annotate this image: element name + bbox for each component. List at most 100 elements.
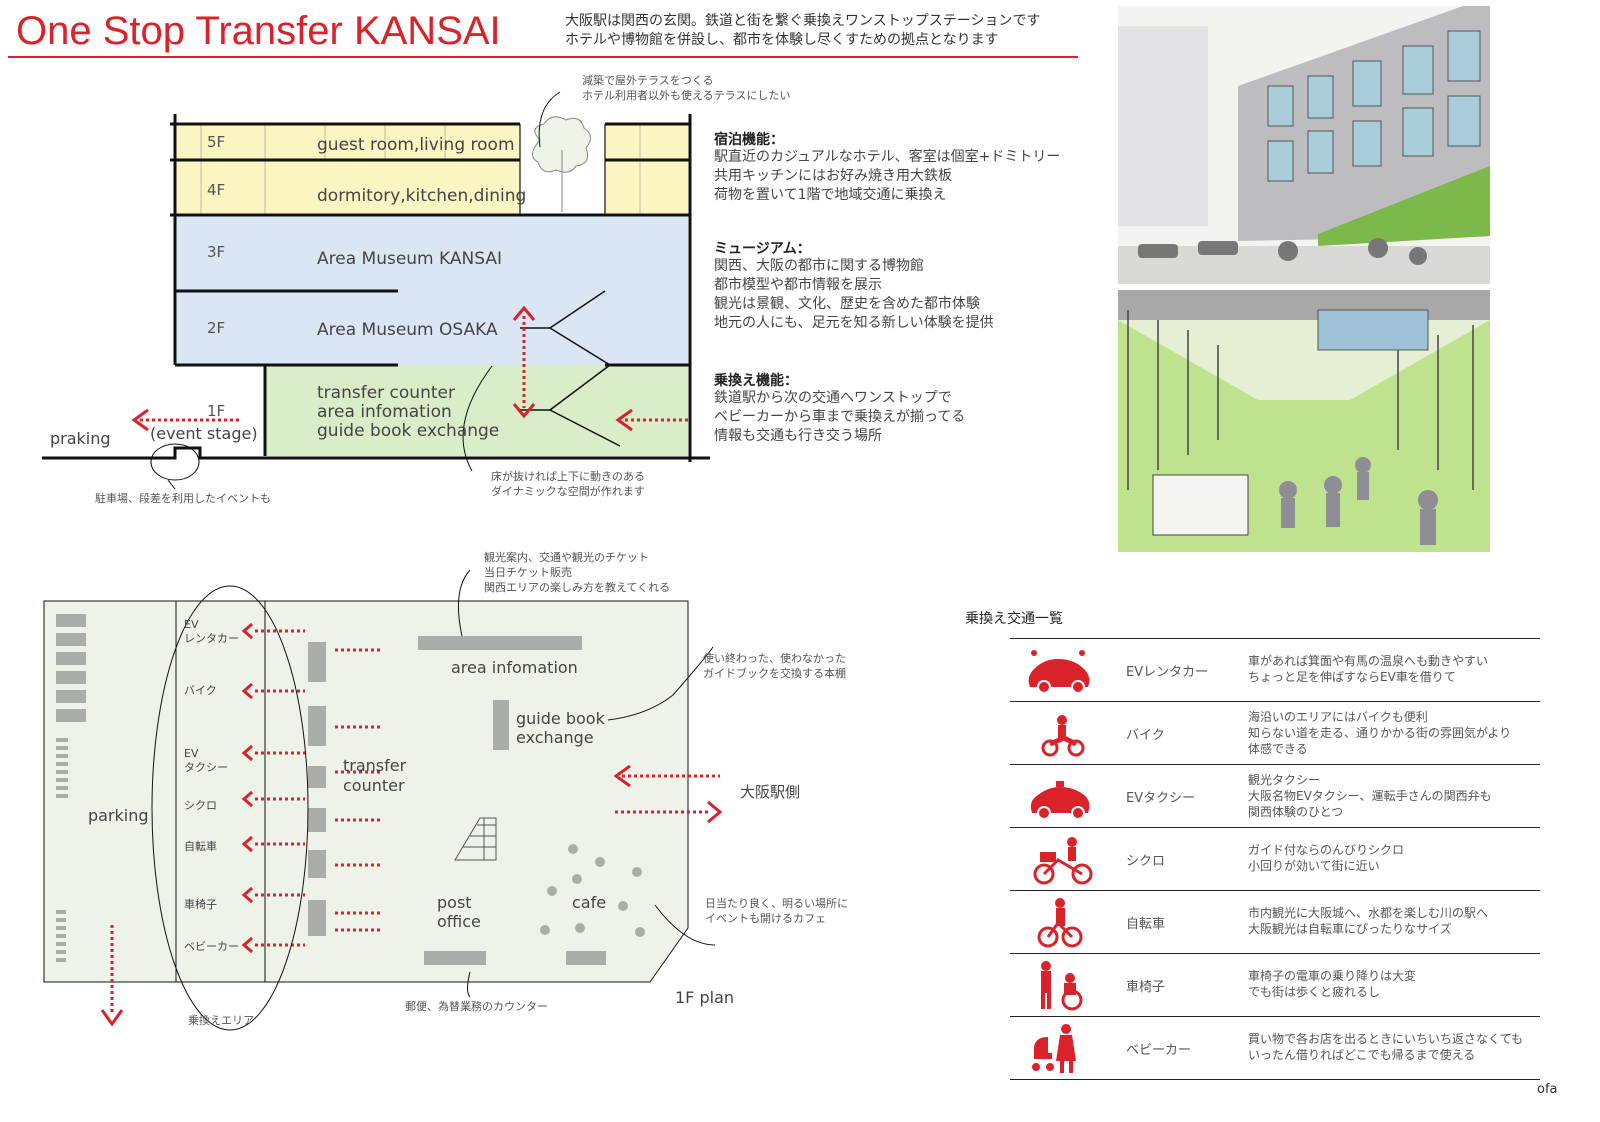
floor-label-1f: 1F bbox=[207, 402, 226, 420]
floor-label-4f: 4F bbox=[207, 181, 226, 199]
transport-row: EVレンタカー 車があれば箕面や有馬の温泉へも動きやすいちょっと足を伸ばすならEV… bbox=[1010, 638, 1540, 702]
room-1f-line-3: guide book exchange bbox=[317, 421, 500, 441]
transfer-mode-label: 自転車 bbox=[184, 840, 217, 853]
building-exterior-sketch bbox=[1118, 6, 1490, 284]
room-1f-line-2: area infomation bbox=[317, 402, 452, 422]
room-3f: Area Museum KANSAI bbox=[317, 249, 502, 269]
transfer-counter-label-2: counter bbox=[343, 776, 405, 795]
transport-description: 買い物で各お店を出るときにいちいち返さなくても bbox=[1248, 1032, 1524, 1046]
floor-2f-band bbox=[175, 291, 688, 365]
function-museum-head: ミュージアム： bbox=[714, 241, 811, 257]
transport-description: いったん借りればどこでも帰るまで使える bbox=[1248, 1048, 1476, 1062]
floor-label-5f: 5F bbox=[207, 133, 226, 151]
transport-row: 車椅子車椅子の電車の乗り降りは大変でも街は歩くと疲れるし bbox=[1010, 953, 1540, 1017]
transport-name: バイク bbox=[1126, 728, 1165, 743]
intro-line-2: ホテルや博物館を併設し、都市を体験し尽くすための拠点となります bbox=[565, 32, 999, 48]
transfer-counter-label-1: transfer bbox=[343, 756, 407, 775]
transport-description: 大阪観光は自転車にぴったりなサイズ bbox=[1248, 922, 1452, 936]
transfer-mode-label: シクロ bbox=[184, 799, 217, 812]
transport-table-heading: 乗換え交通一覧 bbox=[965, 611, 1063, 627]
transport-row: バイク海沿いのエリアにはバイクも便利知らない道を走る、通りかかる街の雰囲気がより… bbox=[1010, 701, 1540, 765]
transport-row: EVタクシー 観光タクシー大阪名物EVタクシー、運転手さんの関西弁も関西体験のひと… bbox=[1010, 764, 1540, 828]
transfer-mode-label: バイク bbox=[184, 684, 217, 697]
parking-note: 駐車場、段差を利用したイベントも bbox=[95, 492, 271, 505]
function-museum-line: 都市模型や都市情報を展示 bbox=[714, 277, 882, 293]
info-note-1: 観光案内、交通や観光のチケット bbox=[484, 551, 649, 564]
function-hotel-line: 共用キッチンにはお好み焼き用大鉄板 bbox=[714, 168, 952, 184]
transport-name: シクロ bbox=[1126, 854, 1166, 869]
area-info-label: area infomation bbox=[451, 658, 578, 677]
transport-row: シクロ ガイド付ならのんびりシクロ小回りが効いて街に近い bbox=[1010, 827, 1540, 891]
parking-section-label: praking bbox=[50, 429, 111, 448]
cafe-label: cafe bbox=[572, 893, 607, 912]
transport-description: ちょっと足を伸ばすならEV車を借りて bbox=[1248, 670, 1456, 684]
station-side-label: 大阪駅側 bbox=[740, 783, 801, 801]
cafe-note-2: イベントも開けるカフェ bbox=[705, 912, 826, 925]
void-note-1: 床が抜ければ上下に動きのある bbox=[491, 470, 645, 483]
title-underline bbox=[8, 56, 1078, 58]
transport-row: ベビーカー 買い物で各お店を出るときにいちいち返さなくてもいったん借りればどこでも… bbox=[1010, 1016, 1540, 1080]
info-note-3: 関西エリアの楽しみ方を教えてくれる bbox=[484, 581, 671, 594]
room-2f: Area Museum OSAKA bbox=[317, 320, 498, 340]
floor-label-2f: 2F bbox=[207, 319, 226, 337]
stroller-icon bbox=[1020, 1023, 1100, 1075]
info-note-2: 当日チケット販売 bbox=[484, 566, 572, 579]
tree-icon bbox=[532, 116, 591, 212]
void-note-2: ダイナミックな空間が作れます bbox=[491, 485, 645, 498]
floor-3f-band bbox=[175, 215, 688, 291]
transport-description: でも街は歩くと疲れるし bbox=[1248, 985, 1381, 999]
transfer-mode-label: EV bbox=[184, 618, 199, 631]
room-4f: dormitory,kitchen,dining bbox=[317, 186, 527, 206]
transport-description: 知らない道を走る、通りかかる街の雰囲気がより bbox=[1248, 726, 1512, 740]
cafe-note-1: 日当たり良く、明るい場所に bbox=[705, 897, 848, 910]
transport-row: 自転車市内観光に大阪城へ、水都を楽しむ川の駅へ大阪観光は自転車にぴったりなサイズ bbox=[1010, 890, 1540, 954]
transfer-mode-label: レンタカー bbox=[184, 632, 239, 645]
terrace-note-1: 減築で屋外テラスをつくる bbox=[582, 74, 714, 87]
section-diagram bbox=[42, 91, 710, 490]
transfer-mode-label: タクシー bbox=[184, 761, 228, 774]
transport-table-bottom-rule bbox=[1010, 1079, 1540, 1080]
post-office-label-1: post bbox=[437, 893, 472, 912]
transport-description: 大阪名物EVタクシー、運転手さんの関西弁も bbox=[1248, 789, 1492, 803]
transport-description: 観光タクシー bbox=[1248, 773, 1321, 787]
function-transfer-line: ベビーカーから車まで乗換えが揃ってる bbox=[714, 409, 966, 425]
vertical-void-arrow bbox=[512, 305, 536, 419]
cyclo-icon bbox=[1020, 834, 1100, 886]
transport-name: 自転車 bbox=[1126, 917, 1166, 932]
taxi-icon bbox=[1020, 771, 1100, 823]
transfer-hall-interior-sketch bbox=[1118, 290, 1490, 552]
floor-label-3f: 3F bbox=[207, 243, 226, 261]
post-note: 郵便、為替業務のカウンター bbox=[405, 1000, 548, 1013]
function-museum-line: 観光は景観、文化、歴史を含めた都市体験 bbox=[714, 296, 980, 312]
guide-note-2: ガイドブックを交換する本棚 bbox=[703, 667, 846, 680]
function-hotel-line: 荷物を置いて1階で地域交通に乗換え bbox=[714, 187, 947, 203]
wheelchair-icon bbox=[1020, 960, 1100, 1012]
footer-mark: ofa bbox=[1537, 1082, 1558, 1097]
transport-name: 車椅子 bbox=[1126, 980, 1166, 995]
transfer-mode-label: EV bbox=[184, 747, 199, 760]
transport-name: EVレンタカー bbox=[1126, 665, 1209, 680]
floor-5f-band bbox=[175, 124, 520, 160]
transport-description: 小回りが効いて街に近い bbox=[1248, 859, 1380, 873]
function-transfer-line: 情報も交通も行き交う場所 bbox=[714, 428, 882, 444]
room-1f-line-1: transfer counter bbox=[317, 383, 455, 403]
transport-description: 車があれば箕面や有馬の温泉へも動きやすい bbox=[1248, 654, 1489, 668]
post-office-label-2: office bbox=[437, 912, 481, 931]
transfer-mode-label: 車椅子 bbox=[184, 898, 217, 911]
function-hotel-line: 駅直近のカジュアルなホテル、客室は個室+ドミトリー bbox=[714, 149, 1061, 165]
transport-description: 関西体験のひとつ bbox=[1248, 805, 1344, 819]
function-transfer-head: 乗換え機能： bbox=[714, 373, 798, 389]
transport-name: EVタクシー bbox=[1126, 791, 1196, 806]
page-title: One Stop Transfer KANSAI bbox=[16, 9, 501, 53]
transport-description: ガイド付ならのんびりシクロ bbox=[1248, 843, 1405, 857]
transport-description: 体感できる bbox=[1248, 742, 1308, 756]
function-museum-line: 地元の人にも、足元を知る新しい体験を提供 bbox=[714, 315, 994, 331]
function-museum-line: 関西、大阪の都市に関する博物館 bbox=[714, 258, 924, 274]
transfer-mode-label: ベビーカー bbox=[184, 940, 239, 953]
guide-book-label-1: guide book bbox=[516, 709, 605, 728]
guide-note-1: 使い終わった、使わなかった bbox=[703, 652, 846, 665]
intro-line-1: 大阪駅は関西の玄関。鉄道と街を繋ぐ乗換えワンストップステーションです bbox=[565, 13, 1041, 29]
transport-name: ベビーカー bbox=[1126, 1043, 1192, 1058]
bicycle-icon bbox=[1020, 897, 1100, 949]
floor-4f-band bbox=[175, 160, 520, 215]
